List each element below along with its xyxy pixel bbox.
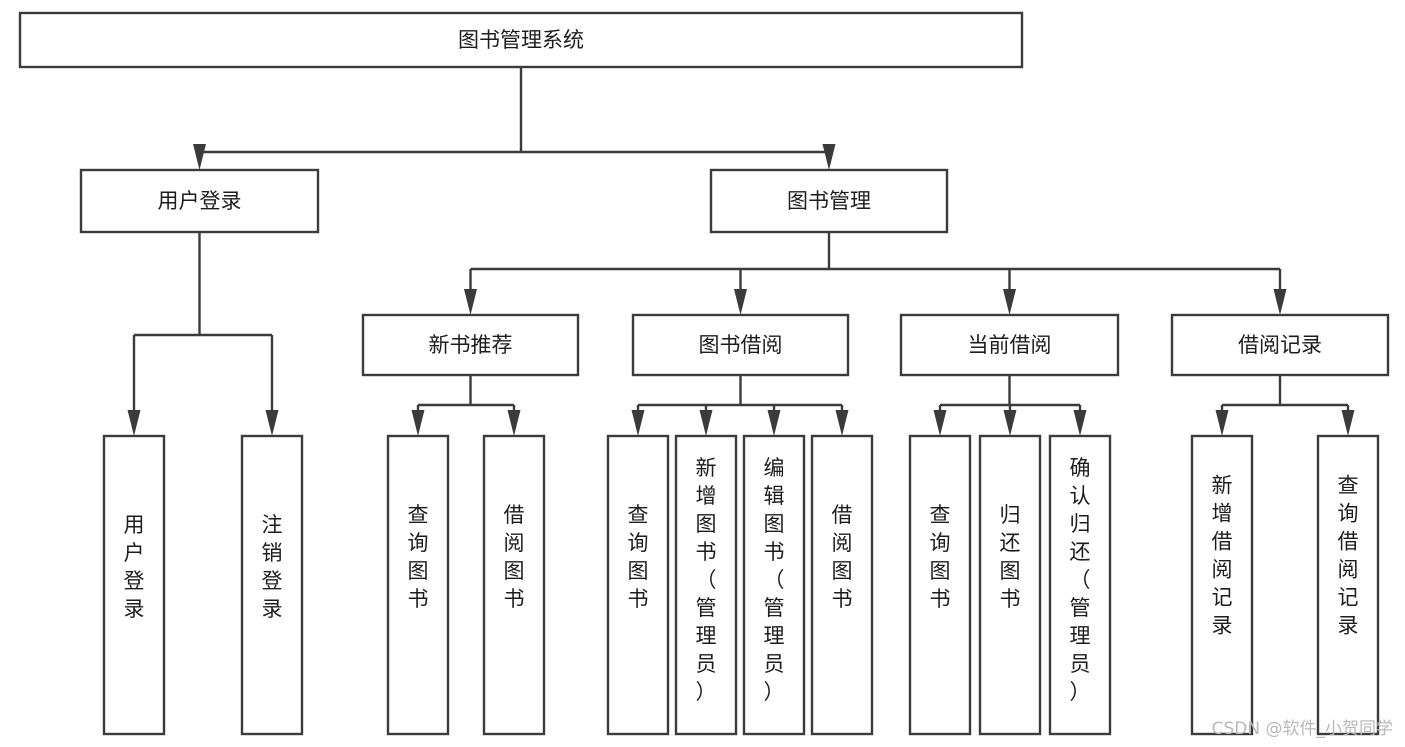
node-leaf-borrow-book-2[interactable]: 借阅图书: [810, 434, 874, 736]
node-root-box[interactable]: [18, 11, 1024, 69]
node-book-manage-box[interactable]: [709, 168, 949, 234]
node-root[interactable]: 图书管理系统: [18, 11, 1024, 69]
node-borrow-record[interactable]: 借阅记录: [1170, 313, 1390, 377]
node-leaf-edit-book[interactable]: 编辑图书（管理员）: [742, 434, 806, 736]
node-user-login[interactable]: 用户登录: [79, 168, 320, 234]
node-leaf-return-book[interactable]: 归还图书: [978, 434, 1042, 736]
connectors-layer: [127, 67, 1355, 436]
node-current-borrow[interactable]: 当前借阅: [899, 313, 1120, 377]
node-leaf-query-book-2[interactable]: 查询图书: [606, 434, 670, 736]
node-leaf-query-record-label: 查询借阅记录: [1338, 473, 1359, 637]
node-leaf-query-book-2-label: 查询图书: [628, 503, 649, 611]
node-leaf-edit-book-box[interactable]: [742, 434, 806, 736]
node-leaf-user-login[interactable]: 用户登录: [102, 434, 166, 736]
node-leaf-user-login-box[interactable]: [102, 434, 166, 736]
node-user-login-box[interactable]: [79, 168, 320, 234]
node-leaf-confirm-return[interactable]: 确认归还（管理员）: [1048, 434, 1112, 736]
node-leaf-add-record[interactable]: 新增借阅记录: [1190, 434, 1254, 736]
node-leaf-borrow-book-1[interactable]: 借阅图书: [482, 434, 546, 736]
node-book-manage-label: 图书管理: [787, 189, 871, 213]
node-new-book-rec-box[interactable]: [361, 313, 580, 377]
node-borrow-record-box[interactable]: [1170, 313, 1390, 377]
node-leaf-add-book-label: 新增图书（管理员）: [696, 456, 717, 704]
node-leaf-query-book-1-box[interactable]: [386, 434, 450, 736]
node-leaf-add-book[interactable]: 新增图书（管理员）: [674, 434, 738, 736]
node-leaf-add-book-box[interactable]: [674, 434, 738, 736]
node-leaf-user-logout-label: 注销登录: [262, 513, 283, 621]
node-new-book-rec-label: 新书推荐: [429, 333, 513, 357]
node-leaf-borrow-book-1-box[interactable]: [482, 434, 546, 736]
node-root-label: 图书管理系统: [458, 28, 584, 52]
node-current-borrow-box[interactable]: [899, 313, 1120, 377]
node-leaf-query-book-3-label: 查询图书: [930, 503, 951, 611]
node-leaf-query-book-1[interactable]: 查询图书: [386, 434, 450, 736]
node-leaf-query-record-box[interactable]: [1316, 434, 1380, 736]
node-user-login-label: 用户登录: [158, 189, 242, 213]
node-leaf-confirm-return-box[interactable]: [1048, 434, 1112, 736]
node-leaf-query-book-1-label: 查询图书: [408, 503, 429, 611]
node-book-borrow[interactable]: 图书借阅: [631, 313, 850, 377]
node-book-manage[interactable]: 图书管理: [709, 168, 949, 234]
node-leaf-confirm-return-label: 确认归还（管理员）: [1070, 456, 1091, 704]
node-leaf-query-book-2-box[interactable]: [606, 434, 670, 736]
node-current-borrow-label: 当前借阅: [968, 333, 1052, 357]
node-book-borrow-box[interactable]: [631, 313, 850, 377]
node-leaf-user-login-label: 用户登录: [124, 513, 145, 621]
node-leaf-query-record[interactable]: 查询借阅记录: [1316, 434, 1380, 736]
node-borrow-record-label: 借阅记录: [1238, 333, 1322, 357]
node-leaf-borrow-book-2-label: 借阅图书: [832, 503, 853, 611]
node-leaf-borrow-book-1-label: 借阅图书: [504, 503, 525, 611]
node-leaf-user-logout[interactable]: 注销登录: [240, 434, 304, 736]
node-book-borrow-label: 图书借阅: [699, 333, 783, 357]
node-leaf-return-book-box[interactable]: [978, 434, 1042, 736]
nodes-layer: 图书管理系统用户登录图书管理新书推荐图书借阅当前借阅借阅记录用户登录注销登录查询…: [18, 11, 1390, 736]
node-leaf-add-record-label: 新增借阅记录: [1212, 473, 1233, 637]
node-leaf-query-book-3-box[interactable]: [908, 434, 972, 736]
node-leaf-return-book-label: 归还图书: [1000, 503, 1021, 611]
node-leaf-borrow-book-2-box[interactable]: [810, 434, 874, 736]
node-leaf-edit-book-label: 编辑图书（管理员）: [764, 456, 785, 704]
node-leaf-user-logout-box[interactable]: [240, 434, 304, 736]
node-leaf-query-book-3[interactable]: 查询图书: [908, 434, 972, 736]
node-leaf-add-record-box[interactable]: [1190, 434, 1254, 736]
node-new-book-rec[interactable]: 新书推荐: [361, 313, 580, 377]
